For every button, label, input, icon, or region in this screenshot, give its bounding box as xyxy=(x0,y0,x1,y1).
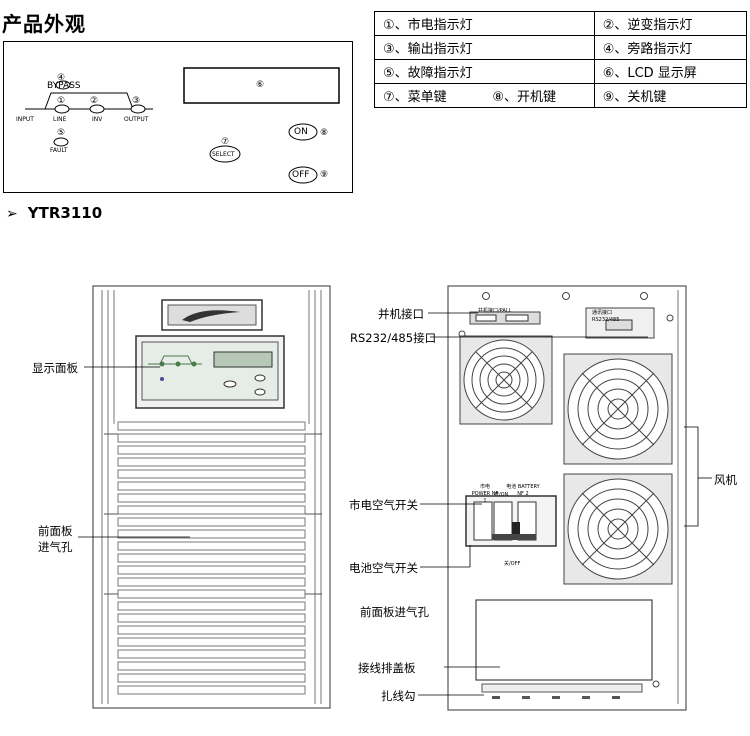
inv-label: INV xyxy=(92,116,103,123)
num-6: ⑥ xyxy=(256,80,265,90)
rs232-port-text: 通讯接口 RS232/485 xyxy=(592,310,620,323)
battery-breaker-label: 电池空气开关 xyxy=(349,561,418,575)
inv-led xyxy=(89,104,105,114)
rs232-port-label: RS232/485接口 xyxy=(350,331,437,345)
legend-row: ⑦、菜单键 ⑧、开机键 ⑨、关机键 xyxy=(374,83,748,108)
breaker-on-text: 开/ON xyxy=(494,492,509,498)
front-panel-diagram xyxy=(3,41,353,193)
legend-row: ③、输出指示灯 ④、旁路指示灯 xyxy=(374,35,748,60)
front-inlet-rear-label: 前面板进气孔 xyxy=(360,605,429,619)
model-heading: ➢ YTR3110 xyxy=(6,204,102,222)
front-inlet-label-line1: 前面板 xyxy=(38,524,73,538)
num-3: ③ xyxy=(132,96,141,106)
num-1: ① xyxy=(57,96,66,106)
legend-cell: ④、旁路指示灯 xyxy=(593,35,748,60)
num-5: ⑤ xyxy=(57,128,66,138)
power-breaker-text: 市电 POWER NF 1 xyxy=(471,484,499,504)
front-view-drawing xyxy=(92,285,331,709)
legend-cell: ⑧、开机键 xyxy=(484,83,595,108)
front-inlet-label-line2: 进气孔 xyxy=(38,540,73,554)
parallel-port-text: 并机接口/PALL xyxy=(478,308,512,314)
breaker-off-text: 关/OFF xyxy=(504,561,521,567)
mains-breaker-label: 市电空气开关 xyxy=(349,498,418,512)
legend-cell: ⑦、菜单键 xyxy=(374,83,485,108)
battery-breaker-text: 电池 BATTERY NF 2 xyxy=(506,484,540,497)
fan-label: 风机 xyxy=(714,473,737,487)
num-8: ⑧ xyxy=(320,128,329,138)
rear-view-drawing xyxy=(447,285,687,711)
display-panel-label: 显示面板 xyxy=(32,361,78,375)
num-2: ② xyxy=(90,96,99,106)
lcd-screen xyxy=(183,67,340,104)
input-label: INPUT xyxy=(16,116,34,123)
legend-cell: ⑨、关机键 xyxy=(593,83,748,108)
off-label: OFF xyxy=(292,170,310,180)
select-button-shape xyxy=(209,145,241,163)
cable-hook-label: 扎线勾 xyxy=(381,689,416,703)
legend-cell: ③、输出指示灯 xyxy=(374,35,595,60)
parallel-port-label: 并机接口 xyxy=(378,307,424,321)
page-title: 产品外观 xyxy=(2,12,86,36)
model-name: YTR3110 xyxy=(27,204,103,222)
fault-label: FAULT xyxy=(50,147,68,154)
legend-row: ⑤、故障指示灯 ⑥、LCD 显示屏 xyxy=(374,59,748,84)
cable-cover-label: 接线排盖板 xyxy=(358,661,416,675)
panel-diagram-svg xyxy=(25,67,340,184)
fault-led xyxy=(53,137,69,147)
line-label: LINE xyxy=(53,116,67,123)
legend-cell: ⑥、LCD 显示屏 xyxy=(593,59,748,84)
off-button-shape xyxy=(288,166,318,184)
bypass-led xyxy=(55,80,71,90)
select-label: SELECT xyxy=(212,151,235,158)
output-label: OUTPUT xyxy=(124,116,149,123)
num-9: ⑨ xyxy=(320,170,329,180)
legend-cell: ①、市电指示灯 xyxy=(374,11,595,36)
arrow-bullet-icon: ➢ xyxy=(6,206,18,222)
line-led xyxy=(54,104,70,114)
num-7: ⑦ xyxy=(221,137,230,147)
indicator-legend-table: ①、市电指示灯 ②、逆变指示灯 ③、输出指示灯 ④、旁路指示灯 ⑤、故障指示灯 … xyxy=(374,11,748,108)
num-4: ④ xyxy=(57,73,66,83)
bypass-label: BYPASS xyxy=(47,81,81,91)
on-label: ON xyxy=(294,127,308,137)
on-button-shape xyxy=(288,123,318,141)
output-led xyxy=(130,104,146,114)
legend-row: ①、市电指示灯 ②、逆变指示灯 xyxy=(374,11,748,36)
